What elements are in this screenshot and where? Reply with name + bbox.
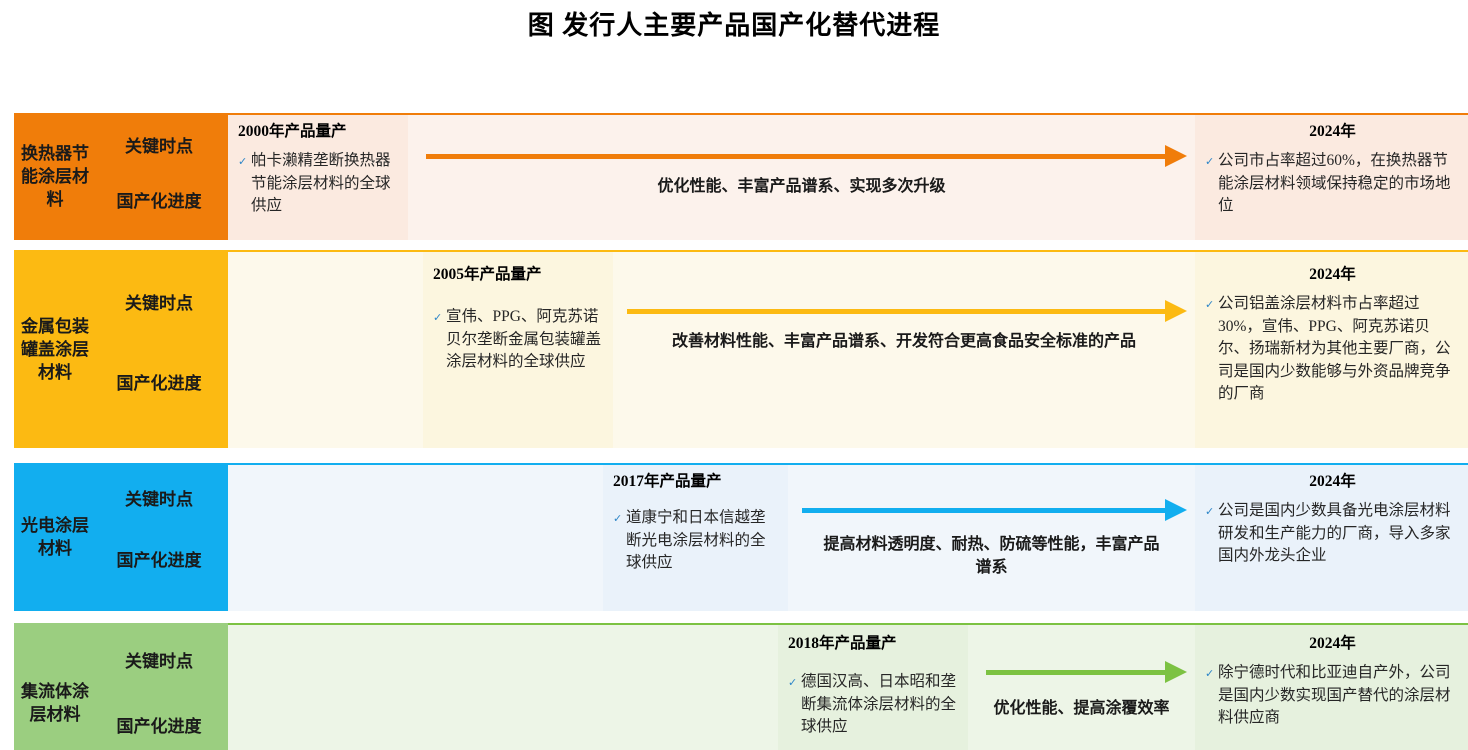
start-milestone: 2005年产品量产 ✓ 宣伟、PPG、阿克苏诺贝尔垄断金属包装罐盖涂层材料的全球… bbox=[423, 252, 613, 448]
start-bullet-text: 帕卡濑精垄断换热器节能涂层材料的全球供应 bbox=[251, 152, 391, 214]
stage-label-localization: 国产化进度 bbox=[116, 192, 202, 212]
row-content: 2018年产品量产 ✓ 德国汉高、日本昭和垄断集流体涂层材料的全球供应 优化性能… bbox=[228, 623, 1468, 750]
stage-label-group: 关键时点 国产化进度 bbox=[96, 250, 228, 448]
stage-label-group: 关键时点 国产化进度 bbox=[96, 623, 228, 750]
arrow-head-icon bbox=[1165, 145, 1187, 167]
arrow-head-icon bbox=[1165, 499, 1187, 521]
check-icon: ✓ bbox=[433, 312, 443, 324]
row-content: 2017年产品量产 ✓ 道康宁和日本信越垄断光电涂层材料的全球供应 提高材料透明… bbox=[228, 463, 1468, 611]
progress-arrow-segment: 优化性能、提高涂覆效率 bbox=[968, 625, 1195, 750]
product-name: 金属包装罐盖涂层材料 bbox=[21, 316, 89, 382]
end-milestone: 2024年 ✓ 公司市占率超过60%，在换热器节能涂层材料领域保持稳定的市场地位 bbox=[1195, 115, 1468, 240]
end-milestone-title: 2024年 bbox=[1309, 266, 1356, 283]
progress-arrow bbox=[408, 139, 1195, 173]
stage-label-group: 关键时点 国产化进度 bbox=[96, 113, 228, 240]
start-bullet-text: 宣伟、PPG、阿克苏诺贝尔垄断金属包装罐盖涂层材料的全球供应 bbox=[446, 308, 602, 370]
end-milestone-bullet: ✓ 公司铝盖涂层材料市占率超过30%，宣伟、PPG、阿克苏诺贝尔、扬瑞新材为其他… bbox=[1205, 293, 1460, 406]
stage-label-localization: 国产化进度 bbox=[116, 716, 202, 736]
check-icon: ✓ bbox=[788, 677, 798, 689]
pre-milestone-spacer bbox=[228, 625, 778, 750]
product-name: 集流体涂层材料 bbox=[21, 682, 89, 724]
arrow-head-icon bbox=[1165, 661, 1187, 683]
check-icon: ✓ bbox=[1205, 299, 1215, 311]
progress-arrow-segment: 改善材料性能、丰富产品谱系、开发符合更高食品安全标准的产品 bbox=[613, 252, 1195, 448]
arrow-line bbox=[802, 508, 1166, 513]
check-icon: ✓ bbox=[238, 156, 248, 168]
start-milestone-title: 2000年产品量产 bbox=[238, 123, 347, 140]
arrow-caption: 优化性能、提高涂覆效率 bbox=[993, 700, 1170, 717]
roadmap-row-metal-can-lid: 金属包装罐盖涂层材料 关键时点 国产化进度 2005年产品量产 ✓ 宣伟、PPG… bbox=[14, 250, 1468, 448]
progress-arrow bbox=[613, 294, 1195, 328]
start-milestone: 2018年产品量产 ✓ 德国汉高、日本昭和垄断集流体涂层材料的全球供应 bbox=[778, 625, 968, 750]
product-name: 光电涂层材料 bbox=[21, 516, 89, 558]
start-milestone-title: 2018年产品量产 bbox=[788, 635, 897, 652]
row-content: 2000年产品量产 ✓ 帕卡濑精垄断换热器节能涂层材料的全球供应 优化性能、丰富… bbox=[228, 113, 1468, 240]
check-icon: ✓ bbox=[1205, 668, 1215, 680]
end-milestone-bullet: ✓ 公司是国内少数具备光电涂层材料研发和生产能力的厂商，导入多家国内外龙头企业 bbox=[1205, 500, 1460, 568]
end-milestone-title: 2024年 bbox=[1309, 473, 1356, 490]
end-milestone-title: 2024年 bbox=[1309, 123, 1356, 140]
end-milestone-title: 2024年 bbox=[1309, 635, 1356, 652]
check-icon: ✓ bbox=[1205, 156, 1215, 168]
stage-label-key-time: 关键时点 bbox=[125, 489, 193, 509]
page-title: 图 发行人主要产品国产化替代进程 bbox=[527, 11, 941, 40]
check-icon: ✓ bbox=[1205, 506, 1215, 518]
progress-arrow-segment: 优化性能、丰富产品谱系、实现多次升级 bbox=[408, 115, 1195, 240]
row-label-block: 集流体涂层材料 关键时点 国产化进度 bbox=[14, 623, 228, 750]
row-label-block: 换热器节能涂层材料 关键时点 国产化进度 bbox=[14, 113, 228, 240]
arrow-line bbox=[426, 154, 1166, 159]
end-bullet-text: 公司是国内少数具备光电涂层材料研发和生产能力的厂商，导入多家国内外龙头企业 bbox=[1218, 502, 1451, 564]
progress-arrow bbox=[788, 493, 1195, 527]
arrow-caption: 优化性能、丰富产品谱系、实现多次升级 bbox=[657, 178, 946, 195]
row-content: 2005年产品量产 ✓ 宣伟、PPG、阿克苏诺贝尔垄断金属包装罐盖涂层材料的全球… bbox=[228, 250, 1468, 448]
end-milestone-bullet: ✓ 公司市占率超过60%，在换热器节能涂层材料领域保持稳定的市场地位 bbox=[1205, 150, 1460, 218]
roadmap-row-heat-exchanger: 换热器节能涂层材料 关键时点 国产化进度 2000年产品量产 ✓ 帕卡濑精垄断换… bbox=[14, 113, 1468, 240]
end-bullet-text: 除宁德时代和比亚迪自产外，公司是国内少数实现国产替代的涂层材料供应商 bbox=[1218, 664, 1451, 726]
roadmap-row-optoelectronic: 光电涂层材料 关键时点 国产化进度 2017年产品量产 ✓ 道康宁和日本信越垄断… bbox=[14, 463, 1468, 611]
stage-label-key-time: 关键时点 bbox=[125, 651, 193, 671]
stage-label-localization: 国产化进度 bbox=[116, 550, 202, 570]
check-icon: ✓ bbox=[613, 513, 623, 525]
end-milestone: 2024年 ✓ 公司是国内少数具备光电涂层材料研发和生产能力的厂商，导入多家国内… bbox=[1195, 465, 1468, 611]
stage-label-key-time: 关键时点 bbox=[125, 136, 193, 156]
pre-milestone-spacer bbox=[228, 252, 423, 448]
progress-arrow bbox=[968, 655, 1195, 689]
start-milestone: 2000年产品量产 ✓ 帕卡濑精垄断换热器节能涂层材料的全球供应 bbox=[228, 115, 408, 240]
stage-label-localization: 国产化进度 bbox=[116, 374, 202, 393]
end-milestone: 2024年 ✓ 除宁德时代和比亚迪自产外，公司是国内少数实现国产替代的涂层材料供… bbox=[1195, 625, 1468, 750]
arrow-caption: 提高材料透明度、耐热、防硫等性能，丰富产品谱系 bbox=[823, 536, 1160, 576]
row-label-block: 光电涂层材料 关键时点 国产化进度 bbox=[14, 463, 228, 611]
arrow-line bbox=[986, 670, 1166, 675]
arrow-line bbox=[627, 309, 1166, 314]
stage-label-group: 关键时点 国产化进度 bbox=[96, 463, 228, 611]
end-bullet-text: 公司铝盖涂层材料市占率超过30%，宣伟、PPG、阿克苏诺贝尔、扬瑞新材为其他主要… bbox=[1218, 295, 1451, 402]
end-milestone-bullet: ✓ 除宁德时代和比亚迪自产外，公司是国内少数实现国产替代的涂层材料供应商 bbox=[1205, 662, 1460, 730]
start-milestone-bullet: ✓ 宣伟、PPG、阿克苏诺贝尔垄断金属包装罐盖涂层材料的全球供应 bbox=[433, 306, 605, 374]
start-milestone-bullet: ✓ 道康宁和日本信越垄断光电涂层材料的全球供应 bbox=[613, 507, 780, 575]
arrow-caption: 改善材料性能、丰富产品谱系、开发符合更高食品安全标准的产品 bbox=[671, 333, 1136, 350]
start-bullet-text: 道康宁和日本信越垄断光电涂层材料的全球供应 bbox=[626, 509, 766, 571]
progress-arrow-segment: 提高材料透明度、耐热、防硫等性能，丰富产品谱系 bbox=[788, 465, 1195, 611]
end-milestone: 2024年 ✓ 公司铝盖涂层材料市占率超过30%，宣伟、PPG、阿克苏诺贝尔、扬… bbox=[1195, 252, 1468, 448]
stage-label-key-time: 关键时点 bbox=[125, 294, 193, 313]
start-milestone-bullet: ✓ 德国汉高、日本昭和垄断集流体涂层材料的全球供应 bbox=[788, 671, 960, 739]
start-bullet-text: 德国汉高、日本昭和垄断集流体涂层材料的全球供应 bbox=[801, 673, 957, 735]
roadmap-row-current-collector: 集流体涂层材料 关键时点 国产化进度 2018年产品量产 ✓ 德国汉高、日本昭和… bbox=[14, 623, 1468, 750]
start-milestone-title: 2017年产品量产 bbox=[613, 473, 722, 490]
row-label-block: 金属包装罐盖涂层材料 关键时点 国产化进度 bbox=[14, 250, 228, 448]
pre-milestone-spacer bbox=[228, 465, 603, 611]
start-milestone: 2017年产品量产 ✓ 道康宁和日本信越垄断光电涂层材料的全球供应 bbox=[603, 465, 788, 611]
start-milestone-bullet: ✓ 帕卡濑精垄断换热器节能涂层材料的全球供应 bbox=[238, 150, 400, 218]
product-name: 换热器节能涂层材料 bbox=[21, 144, 89, 209]
start-milestone-title: 2005年产品量产 bbox=[433, 266, 542, 283]
arrow-head-icon bbox=[1165, 300, 1187, 322]
end-bullet-text: 公司市占率超过60%，在换热器节能涂层材料领域保持稳定的市场地位 bbox=[1218, 152, 1451, 214]
